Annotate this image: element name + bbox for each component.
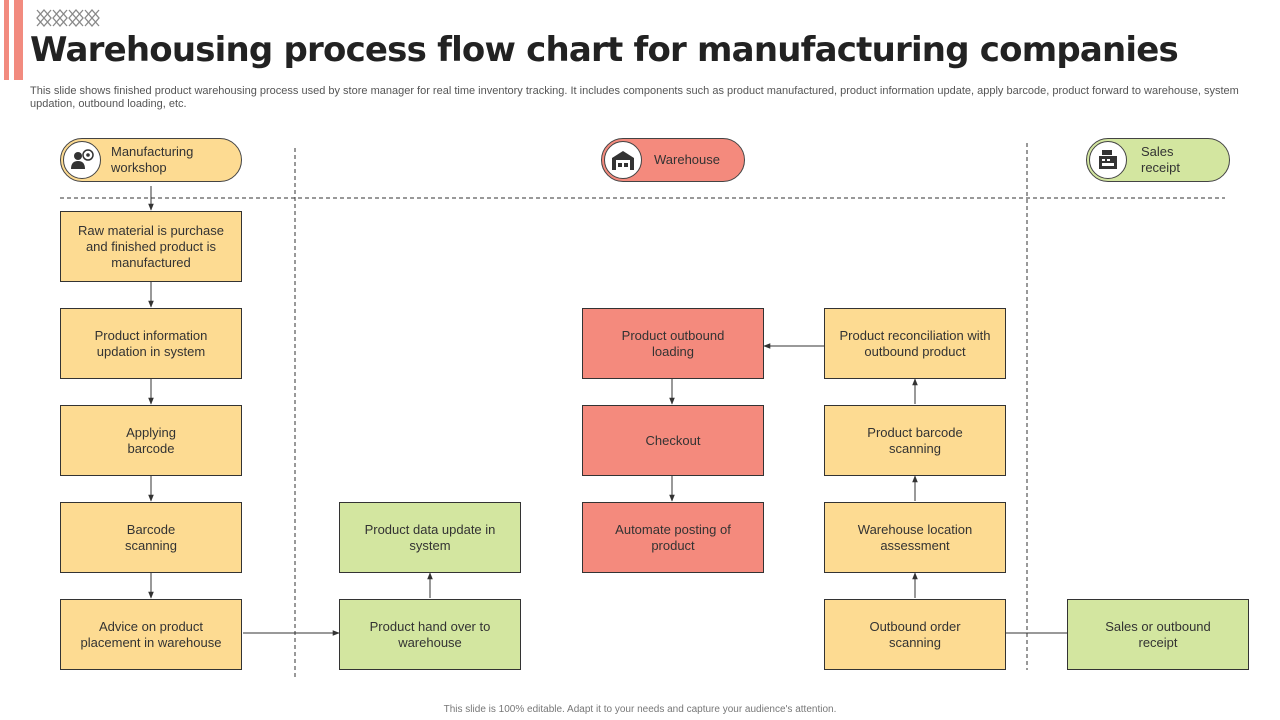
step-barcode-scanning: Barcode scanning [60,502,242,573]
warehouse-icon [604,141,642,179]
step-sales-outbound-receipt: Sales or outbound receipt [1067,599,1249,670]
lane-header-warehouse: Warehouse [601,138,745,182]
step-product-reconciliation: Product reconciliation with outbound pro… [824,308,1006,379]
step-product-info-update: Product information updation in system [60,308,242,379]
lane-header-sales: Sales receipt [1086,138,1230,182]
footer-note: This slide is 100% editable. Adapt it to… [443,704,837,715]
step-applying-barcode: Applying barcode [60,405,242,476]
step-warehouse-location-assessment: Warehouse location assessment [824,502,1006,573]
step-checkout: Checkout [582,405,764,476]
step-outbound-order-scanning: Outbound order scanning [824,599,1006,670]
step-automate-posting: Automate posting of product [582,502,764,573]
step-product-data-update: Product data update in system [339,502,521,573]
logo-pattern-icon [36,9,100,27]
step-product-hand-over: Product hand over to warehouse [339,599,521,670]
lane-label-warehouse: Warehouse [654,152,720,167]
lane-header-manufacturing: Manufacturing workshop [60,138,242,182]
accent-bar-thin [4,0,9,80]
accent-bar-thick [14,0,23,80]
page-subtitle: This slide shows finished product wareho… [30,85,1239,110]
step-product-outbound-loading: Product outbound loading [582,308,764,379]
step-raw-material: Raw material is purchase and finished pr… [60,211,242,282]
step-advice-placement: Advice on product placement in warehouse [60,599,242,670]
step-product-barcode-scanning: Product barcode scanning [824,405,1006,476]
worker-icon [63,141,101,179]
page-title: Warehousing process flow chart for manuf… [30,30,1179,70]
lane-label-manufacturing: Manufacturing workshop [111,144,194,175]
lane-label-sales: Sales receipt [1141,144,1181,175]
cash-register-icon [1089,141,1127,179]
